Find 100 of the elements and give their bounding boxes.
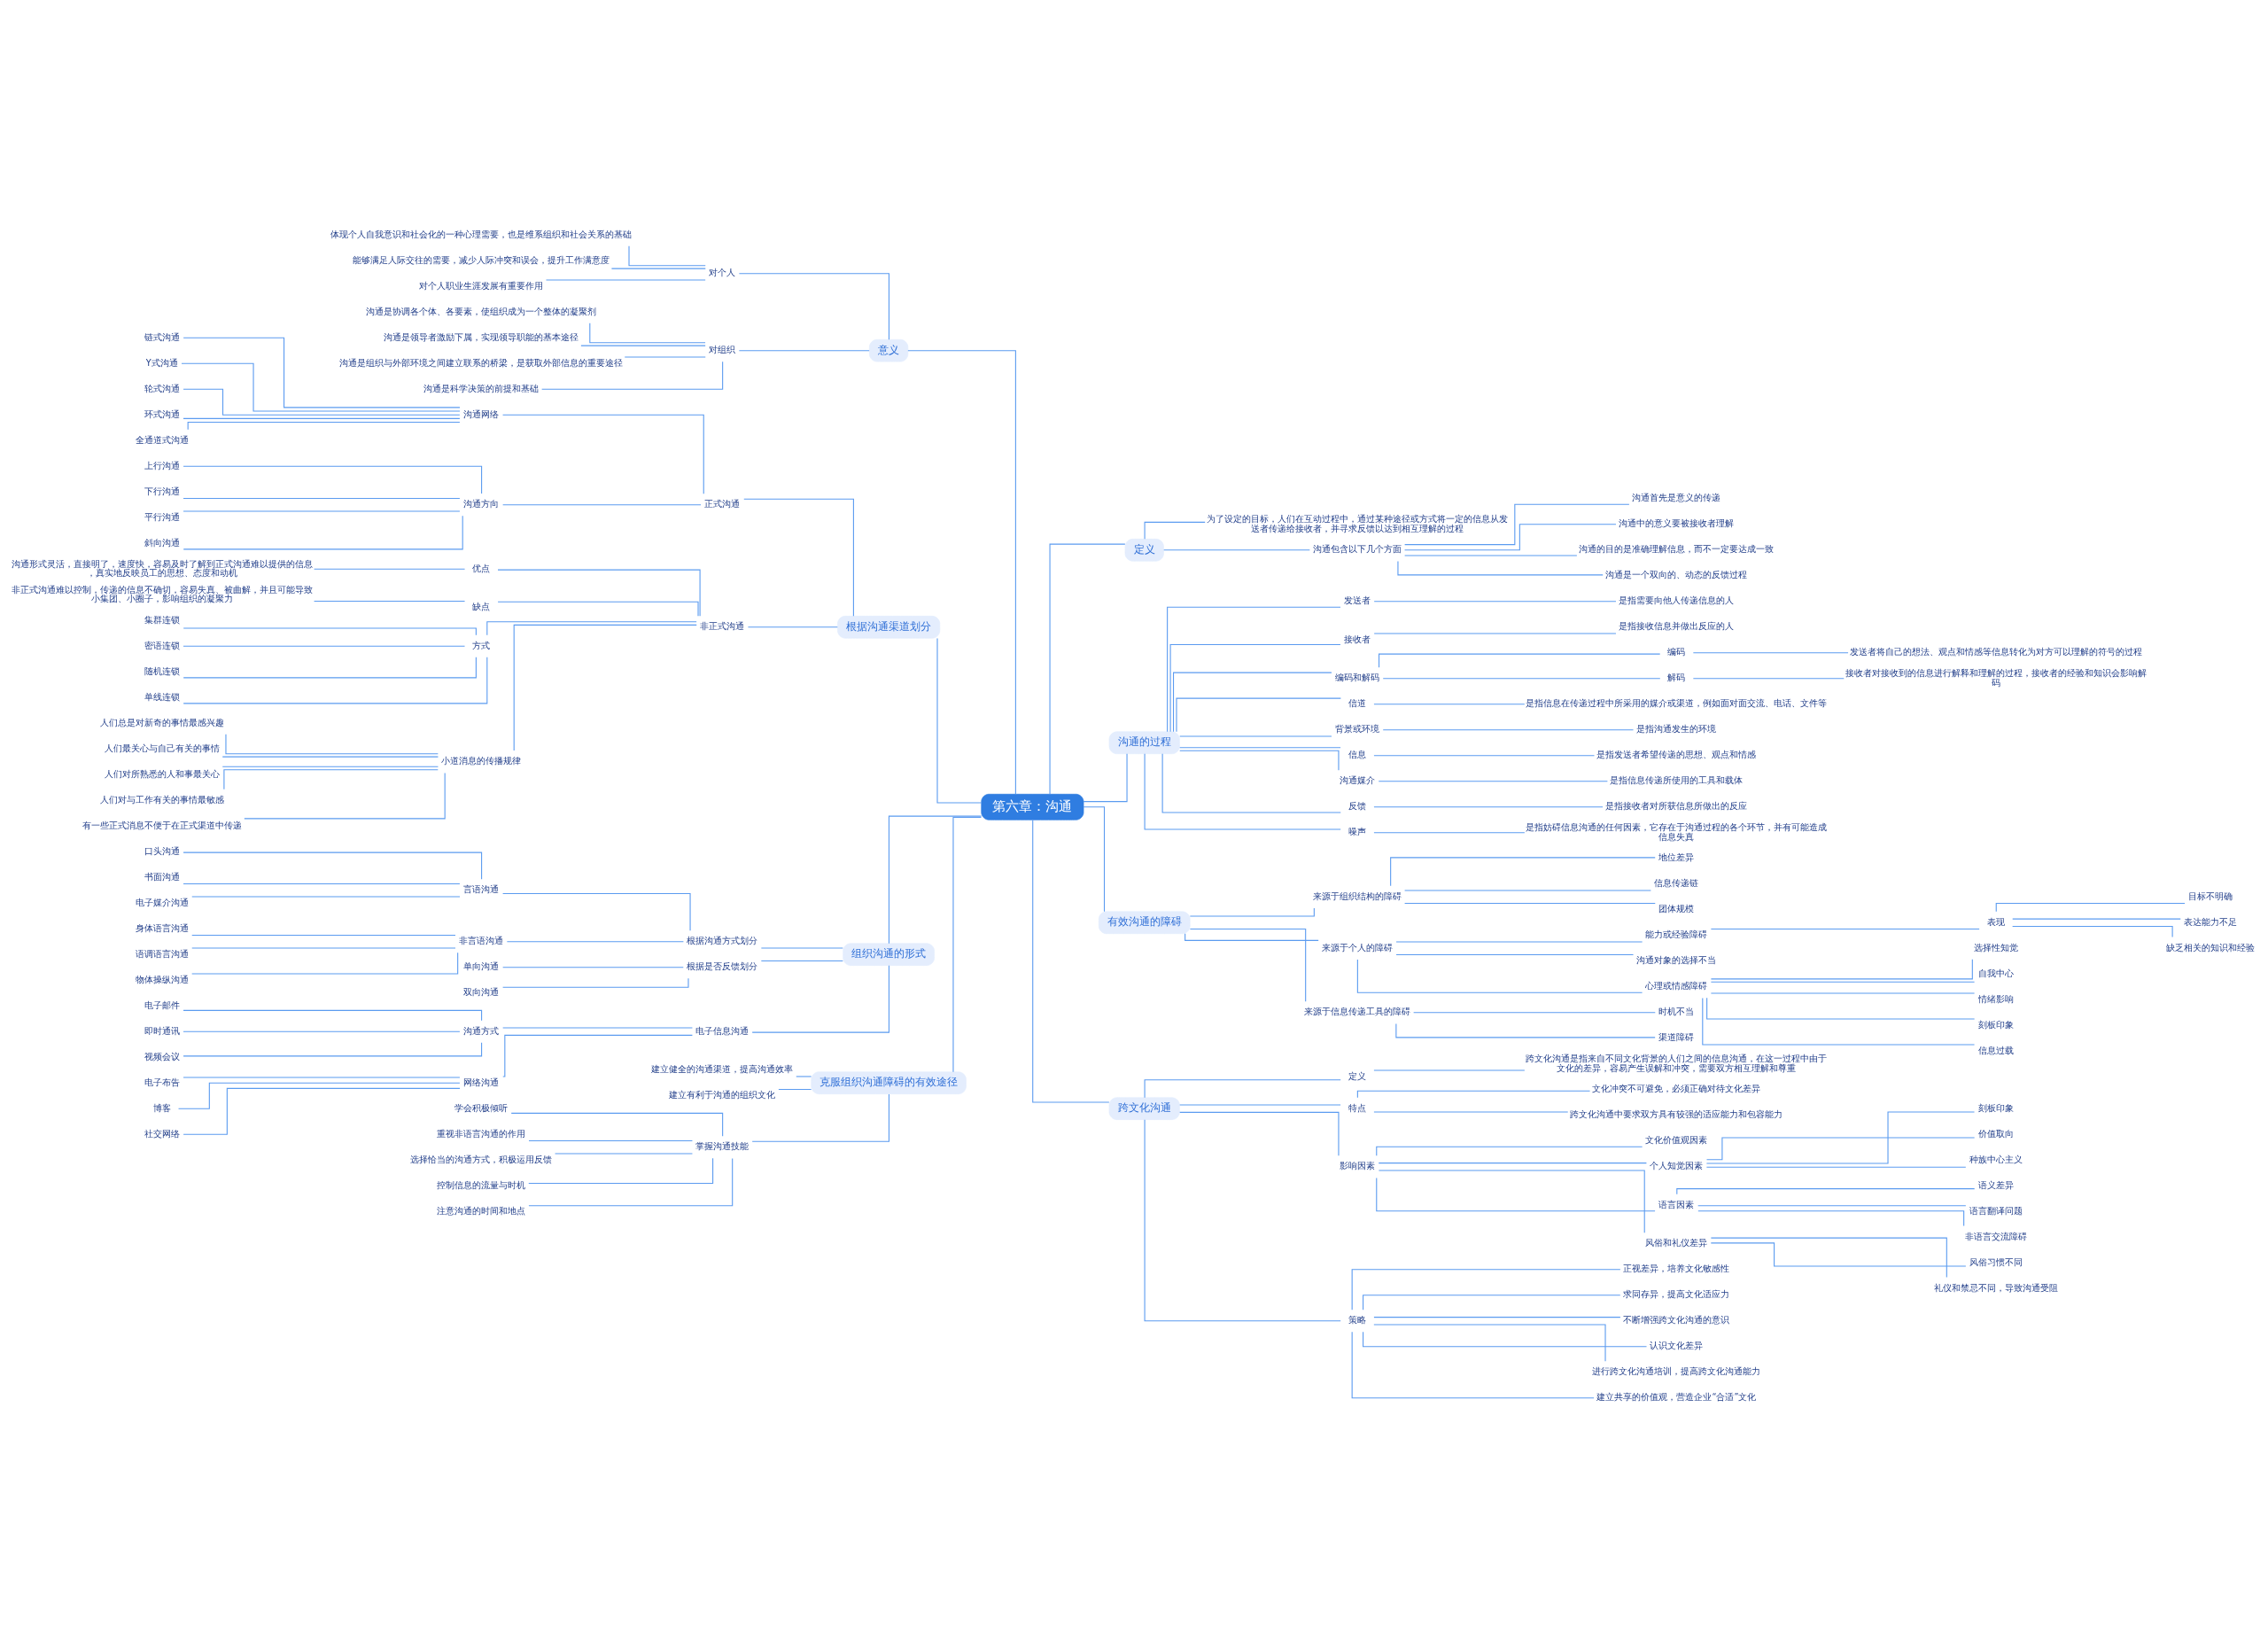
node-text: 策略 bbox=[1348, 1315, 1367, 1326]
node-text: 编码和解码 bbox=[1335, 673, 1380, 683]
connector bbox=[502, 892, 691, 931]
connector bbox=[1378, 1170, 1645, 1233]
connector bbox=[528, 1139, 693, 1141]
connector bbox=[628, 245, 706, 267]
node-text: 文化冲突不可避免，必须正确对待文化差异 bbox=[1592, 1084, 1761, 1094]
node-text: 掌握沟通技能 bbox=[695, 1141, 750, 1152]
node-text: 沟通是组织与外部环境之间建立联系的桥梁，是获取外部信息的重要途径 bbox=[339, 357, 624, 368]
connector bbox=[223, 769, 439, 790]
node-text: 沟通中的意义要被接收者理解 bbox=[1619, 518, 1735, 529]
node-text: 平行沟通 bbox=[144, 511, 180, 522]
connector bbox=[183, 1042, 483, 1057]
connector bbox=[1144, 753, 1341, 830]
connector bbox=[1032, 819, 1110, 1103]
node-text: 自我中心 bbox=[1977, 968, 2014, 978]
connector bbox=[510, 1112, 724, 1137]
connector bbox=[1179, 747, 1341, 749]
node-box: 意义 bbox=[869, 338, 909, 362]
connector bbox=[1373, 704, 1526, 705]
node-text: 沟通包含以下几个方面 bbox=[1313, 544, 1402, 555]
connector bbox=[1397, 560, 1604, 576]
node-text: 缺乏相关的知识和经验 bbox=[2166, 942, 2256, 953]
connector bbox=[1378, 781, 1608, 782]
node-text: 沟通方向 bbox=[463, 499, 500, 509]
connector bbox=[541, 361, 724, 390]
node-text: 解码 bbox=[1667, 673, 1686, 683]
node-text: 链式沟通 bbox=[144, 331, 180, 342]
node-text: 集群连锁 bbox=[144, 614, 180, 625]
connector bbox=[936, 637, 983, 804]
node-text: 种族中心主义 bbox=[1969, 1154, 2023, 1164]
node-text: 方式 bbox=[472, 640, 491, 650]
connector bbox=[1363, 1331, 1648, 1348]
node-text: 下行沟通 bbox=[144, 486, 180, 496]
connector bbox=[1379, 653, 1661, 668]
connector bbox=[314, 600, 466, 602]
node-text: 是指接收者对所获信息所做出的反应 bbox=[1605, 801, 1748, 812]
connector bbox=[183, 388, 461, 416]
connector bbox=[1404, 903, 1656, 905]
node-text: 语言翻译问题 bbox=[1969, 1205, 2023, 1216]
node-text: 来源于信息传递工具的障碍 bbox=[1304, 1007, 1411, 1017]
connector bbox=[1189, 929, 1307, 1002]
node-text: 是指妨碍信息沟通的任何因素，它存在于沟通过程的各个环节，并有可能造成信息失真 bbox=[1526, 822, 1828, 842]
connector bbox=[1373, 1324, 1606, 1362]
node-text: 编码 bbox=[1667, 647, 1686, 657]
connector bbox=[1144, 521, 1206, 540]
node-text: 博客 bbox=[152, 1102, 171, 1113]
node-box: 根据沟通渠道划分 bbox=[837, 616, 941, 639]
node-text: 接收者对接收到的信息进行解释和理解的过程，接收者的经验和知识会影响解码 bbox=[1845, 668, 2147, 688]
connector bbox=[580, 345, 706, 346]
node-text: 发送者 bbox=[1344, 595, 1371, 606]
node-text: 沟通是领导者激励下属，实现领导职能的基本途径 bbox=[384, 331, 579, 342]
connector bbox=[1404, 503, 1630, 546]
connector bbox=[760, 947, 843, 949]
connector bbox=[183, 510, 461, 512]
connector bbox=[1702, 997, 1976, 1046]
connector bbox=[1179, 1111, 1340, 1156]
node-text: 正式沟通 bbox=[704, 499, 741, 509]
node-text: 建立共享的价值观，营造企业“合适”文化 bbox=[1596, 1392, 1757, 1403]
node-text: 建立有利于沟通的组织文化 bbox=[669, 1090, 776, 1100]
connector bbox=[1144, 1119, 1341, 1322]
connector bbox=[738, 350, 870, 352]
connector bbox=[502, 967, 684, 968]
connector bbox=[183, 515, 463, 550]
node-text: 单向沟通 bbox=[463, 961, 500, 972]
node-text: 体现个人自我意识和社会化的一种心理需要，也是维系组织和社会关系的基础 bbox=[330, 229, 633, 239]
connector bbox=[1676, 1188, 1976, 1195]
connector bbox=[1378, 1163, 1647, 1164]
connector bbox=[225, 734, 439, 755]
connector bbox=[751, 1093, 889, 1142]
node-text: 沟通的目的是准确理解信息，而不一定要达成一致 bbox=[1579, 544, 1775, 555]
node-text: 选择恰当的沟通方式，积极运用反馈 bbox=[410, 1154, 553, 1164]
node-text: 信息过载 bbox=[1977, 1045, 2014, 1055]
connector bbox=[1697, 1210, 1965, 1227]
node-text: 上行沟通 bbox=[144, 460, 180, 470]
node-text: 对个人 bbox=[709, 268, 736, 278]
node-text: 言语沟通 bbox=[463, 884, 500, 895]
connector bbox=[1373, 832, 1526, 834]
node-text: 沟通对象的选择不当 bbox=[1636, 955, 1717, 966]
connector bbox=[1163, 549, 1310, 551]
node-text: 选择性知觉 bbox=[1973, 942, 2018, 953]
node-text: 随机连锁 bbox=[144, 665, 180, 676]
connector bbox=[1705, 1111, 1976, 1164]
connector bbox=[1373, 1111, 1569, 1113]
node-text: 轮式沟通 bbox=[144, 383, 180, 393]
node-text: 影响因素 bbox=[1340, 1161, 1376, 1171]
connector bbox=[1373, 806, 1604, 808]
connector bbox=[244, 772, 446, 820]
node-text: 学会积极倾听 bbox=[454, 1102, 509, 1113]
connector bbox=[1382, 678, 1661, 680]
node-text: 电子布告 bbox=[144, 1077, 180, 1087]
node-text: 信道 bbox=[1348, 698, 1367, 709]
node-text: 不断增强跨文化沟通的意识 bbox=[1623, 1315, 1730, 1326]
node-text: 沟通形式灵活，直接明了，速度快，容易及时了解到正式沟通难以提供的信息，真实地反映员工的思想、态度和动机 bbox=[11, 558, 313, 578]
node-text: 视频会议 bbox=[144, 1051, 180, 1061]
node-text: 噪声 bbox=[1348, 827, 1367, 837]
node-text: 小道消息的传播规律 bbox=[441, 756, 522, 766]
node-text: 信息传递链 bbox=[1654, 878, 1699, 889]
connector bbox=[191, 947, 456, 949]
node-text: 语义差异 bbox=[1977, 1179, 2014, 1190]
